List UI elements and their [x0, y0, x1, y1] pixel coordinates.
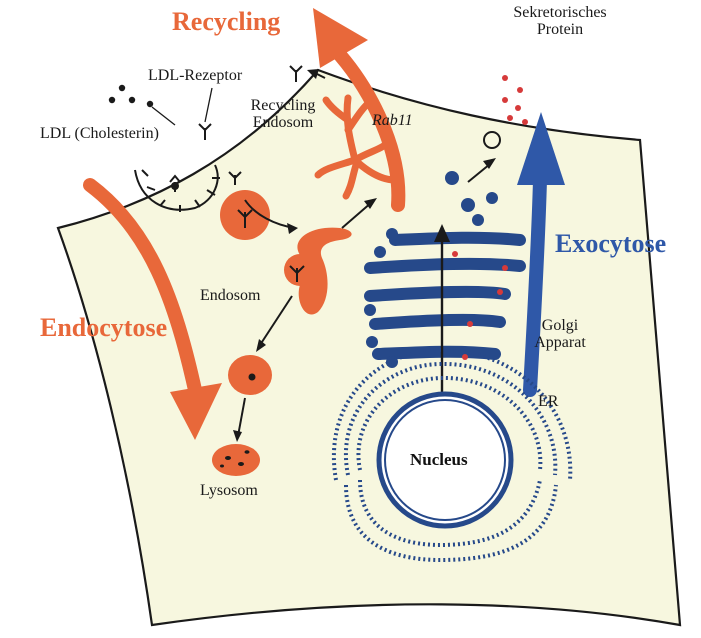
nucleus-label: Nucleus	[410, 451, 468, 469]
golgi-line2: Apparat	[520, 335, 600, 352]
secretory-vesicle	[484, 132, 500, 148]
sekretorisches-line2: Protein	[500, 22, 620, 39]
exocytose-title: Exocytose	[555, 230, 666, 257]
lysosome	[212, 444, 260, 476]
golgi-label: Golgi Apparat	[520, 318, 600, 352]
ldl-pointer	[152, 107, 175, 125]
endosom-label: Endosom	[200, 288, 260, 305]
recycling-endosom-label: Recycling Endosom	[243, 98, 323, 132]
receptor-pointer	[205, 88, 212, 122]
endocytose-title: Endocytose	[40, 314, 167, 341]
recycling-endosom-line1: Recycling	[243, 98, 323, 115]
golgi-line1: Golgi	[520, 318, 600, 335]
lysosom-label: Lysosom	[200, 483, 258, 500]
rab11-label: Rab11	[372, 113, 413, 130]
er-label: ER	[538, 394, 558, 411]
ldl-particles	[109, 85, 153, 107]
late-endosome	[228, 355, 272, 395]
ldl-rezeptor-label: LDL-Rezeptor	[148, 68, 242, 85]
secreted-protein-dots	[502, 75, 528, 125]
recycling-endosom-line2: Endosom	[243, 115, 323, 132]
sekretorisches-protein-label: Sekretorisches Protein	[500, 5, 620, 39]
ldl-cholesterin-label: LDL (Cholesterin)	[40, 126, 159, 143]
early-vesicle	[220, 190, 270, 240]
recycling-title: Recycling	[172, 8, 280, 35]
sekretorisches-line1: Sekretorisches	[500, 5, 620, 22]
